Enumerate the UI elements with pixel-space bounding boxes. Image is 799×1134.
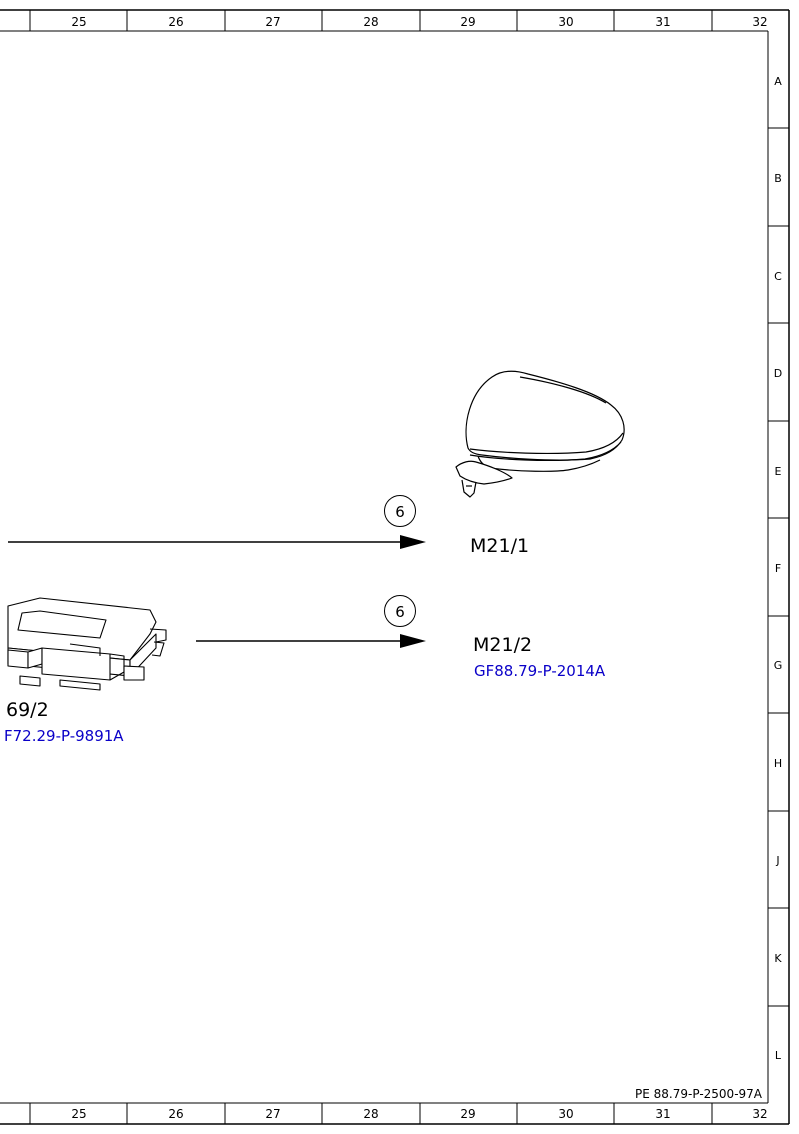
column-label: 29 <box>460 15 475 29</box>
column-label: 32 <box>752 1107 767 1121</box>
right-row-ruler <box>768 127 789 1007</box>
row-label: F <box>775 562 781 575</box>
row-label: K <box>774 952 782 965</box>
row-label: E <box>775 465 782 478</box>
column-label: 25 <box>71 15 86 29</box>
bottom-column-labels: 25 26 27 28 29 30 31 32 <box>71 1107 767 1121</box>
callout-number: 6 <box>395 603 405 621</box>
column-label: 26 <box>168 1107 183 1121</box>
top-column-labels: 25 26 27 28 29 30 31 32 <box>71 15 767 29</box>
callout-number: 6 <box>395 503 405 521</box>
reference-link-f72[interactable]: F72.29-P-9891A <box>4 727 124 745</box>
row-label: L <box>775 1049 782 1062</box>
arrowhead <box>400 634 426 648</box>
row-label: B <box>774 172 782 185</box>
row-label: C <box>774 270 782 283</box>
bottom-column-ruler <box>29 1103 713 1124</box>
column-label: 31 <box>655 1107 670 1121</box>
column-label: 28 <box>363 1107 378 1121</box>
arrowhead <box>400 535 426 549</box>
column-label: 27 <box>265 1107 280 1121</box>
column-label: 30 <box>558 1107 573 1121</box>
sheet-frame <box>0 9 790 1125</box>
column-label: 31 <box>655 15 670 29</box>
column-label: 29 <box>460 1107 475 1121</box>
control-unit-illustration <box>7 597 167 691</box>
column-label: 25 <box>71 1107 86 1121</box>
column-label: 26 <box>168 15 183 29</box>
connection-wires <box>8 535 426 648</box>
document-id: PE 88.79-P-2500-97A <box>635 1087 763 1101</box>
row-label: H <box>774 757 782 770</box>
callout-6-upper: 6 <box>384 495 416 527</box>
row-label: G <box>774 659 783 672</box>
column-label: 27 <box>265 15 280 29</box>
callout-6-lower: 6 <box>384 595 416 627</box>
component-label-69-2: 69/2 <box>6 699 49 721</box>
column-label: 32 <box>752 15 767 29</box>
column-label: 30 <box>558 15 573 29</box>
component-label-m21-1: M21/1 <box>470 535 529 557</box>
column-label: 28 <box>363 15 378 29</box>
component-label-m21-2: M21/2 <box>473 634 532 656</box>
row-label: D <box>774 367 782 380</box>
right-row-labels: A B C D E F G H J K L <box>774 75 783 1062</box>
side-mirror-illustration <box>455 370 625 498</box>
reference-link-gf88[interactable]: GF88.79-P-2014A <box>474 662 606 680</box>
top-column-ruler <box>29 10 713 31</box>
row-label: J <box>775 854 779 867</box>
row-label: A <box>774 75 782 88</box>
